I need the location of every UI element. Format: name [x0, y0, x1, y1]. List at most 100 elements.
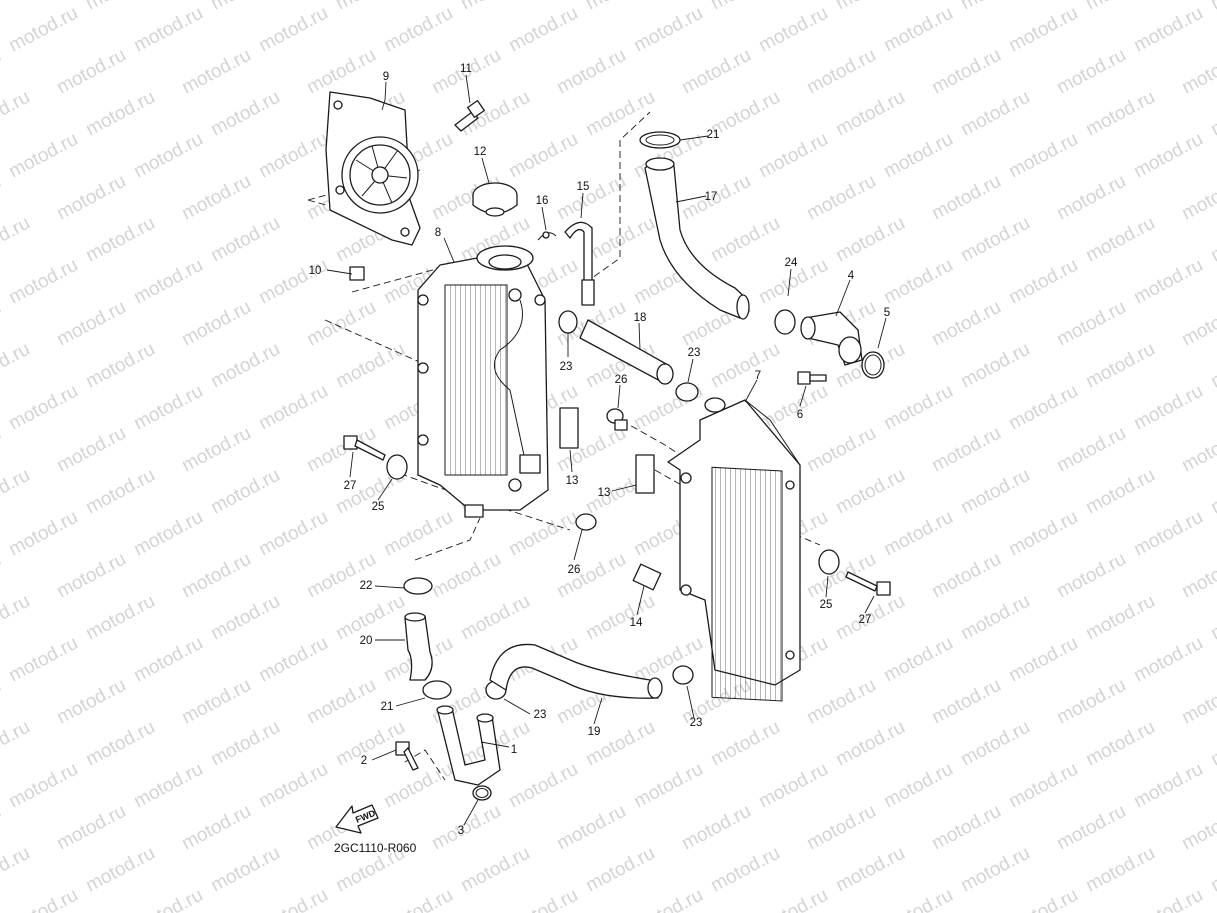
- watermark-text: motod.ru: [0, 87, 34, 141]
- callout-27-left: 27: [344, 480, 357, 492]
- drawing-code: 2GC1110-R060: [334, 841, 417, 855]
- bolt-6: [797, 371, 827, 385]
- watermark-text: motod.ru: [1130, 633, 1206, 687]
- watermark-text: motod.ru: [755, 885, 831, 913]
- watermark-text: motod.ru: [53, 801, 129, 855]
- watermark-text: motod.ru: [957, 0, 1033, 14]
- right-radiator-7: [667, 397, 801, 702]
- watermark-text: motod.ru: [803, 45, 879, 99]
- watermark-text: motod.ru: [5, 381, 81, 435]
- bolt-11: [454, 99, 486, 132]
- watermark-text: motod.ru: [178, 549, 254, 603]
- callout-7: 7: [755, 370, 761, 382]
- watermark-text: motod.ru: [53, 423, 129, 477]
- watermark-text: motod.ru: [207, 0, 283, 14]
- watermark-text: motod.ru: [582, 213, 658, 267]
- watermark-text: motod.ru: [1130, 381, 1206, 435]
- watermark-text: motod.ru: [505, 759, 581, 813]
- watermark-text: motod.ru: [130, 381, 206, 435]
- callout-19: 19: [588, 726, 601, 738]
- watermark-text: motod.ru: [755, 129, 831, 183]
- watermark-text: motod.ru: [178, 675, 254, 729]
- watermark-text: motod.ru: [1082, 339, 1158, 393]
- watermark-text: motod.ru: [1178, 675, 1217, 729]
- callout-17: 17: [705, 191, 718, 203]
- watermark-text: motod.ru: [582, 717, 658, 771]
- callout-9: 9: [383, 71, 389, 83]
- watermark-text: motod.ru: [1005, 255, 1081, 309]
- callout-10: 10: [309, 265, 322, 277]
- watermark-text: motod.ru: [803, 675, 879, 729]
- watermark-text: motod.ru: [0, 465, 34, 519]
- bolt-27-left: [343, 435, 386, 461]
- fwd-arrow-icon: FWD: [335, 804, 379, 834]
- hose-clamp-21-top: [639, 131, 681, 149]
- bolt-27-right: [845, 571, 891, 596]
- watermark-text: motod.ru: [803, 171, 879, 225]
- watermark-text: motod.ru: [880, 759, 956, 813]
- callout-21-top: 21: [707, 129, 720, 141]
- watermark-text: motod.ru: [0, 339, 34, 393]
- callout-24: 24: [785, 257, 798, 269]
- grommet-25-left: [386, 454, 408, 480]
- watermark-text: motod.ru: [1082, 87, 1158, 141]
- hose-clamp-23-lower-right: [672, 665, 694, 685]
- watermark-text: motod.ru: [957, 843, 1033, 897]
- hose-18: [579, 319, 674, 385]
- watermark-text: motod.ru: [1053, 675, 1129, 729]
- water-pipe-1: [436, 705, 501, 786]
- callout-16: 16: [536, 195, 549, 207]
- watermark-text: motod.ru: [5, 3, 81, 57]
- watermark-text: motod.ru: [380, 885, 456, 913]
- watermark-text: motod.ru: [582, 843, 658, 897]
- watermark-text: motod.ru: [755, 759, 831, 813]
- callout-25-right: 25: [820, 599, 833, 611]
- watermark-text: motod.ru: [880, 129, 956, 183]
- hose-clamp-21-bottom: [422, 680, 452, 700]
- left-radiator-8: [417, 245, 549, 518]
- callout-1: 1: [511, 744, 517, 756]
- watermark-text: motod.ru: [505, 129, 581, 183]
- watermark-text: motod.ru: [0, 549, 5, 603]
- watermark-text: motod.ru: [178, 297, 254, 351]
- watermark-text: motod.ru: [1053, 801, 1129, 855]
- callout-18: 18: [634, 312, 647, 324]
- watermark-text: motod.ru: [630, 759, 706, 813]
- o-ring-5: [861, 351, 885, 379]
- watermark-text: motod.ru: [1130, 759, 1206, 813]
- callout-labels: 1 2 3 4 5 6 7 8 9 10 11 12 13 13 14 15 1…: [309, 63, 891, 837]
- callout-12: 12: [474, 146, 487, 158]
- watermark-text: motod.ru: [1178, 45, 1217, 99]
- watermark-text: motod.ru: [582, 87, 658, 141]
- watermark-text: motod.ru: [130, 633, 206, 687]
- callout-13-left: 13: [566, 475, 579, 487]
- hose-clamp-23-left: [558, 310, 578, 334]
- watermark-text: motod.ru: [880, 381, 956, 435]
- watermark-text: motod.ru: [1130, 3, 1206, 57]
- hose-19: [489, 643, 663, 699]
- watermark-text: motod.ru: [505, 3, 581, 57]
- watermark-text: motod.ru: [1207, 465, 1217, 519]
- callout-8: 8: [435, 227, 441, 239]
- watermark-text: motod.ru: [255, 3, 331, 57]
- watermark-text: motod.ru: [0, 297, 5, 351]
- callout-6: 6: [797, 409, 803, 421]
- watermark-text: motod.ru: [880, 633, 956, 687]
- watermark-text: motod.ru: [957, 465, 1033, 519]
- watermark-text: motod.ru: [1053, 45, 1129, 99]
- hose-clamp-24: [774, 309, 796, 335]
- watermark-text: motod.ru: [832, 87, 908, 141]
- watermark-text: motod.ru: [505, 885, 581, 913]
- watermark-text: motod.ru: [755, 3, 831, 57]
- callout-4: 4: [848, 270, 855, 282]
- watermark-text: motod.ru: [803, 801, 879, 855]
- watermark-text: motod.ru: [1053, 297, 1129, 351]
- damper-13-right: [635, 454, 655, 494]
- watermark-text: motod.ru: [1053, 549, 1129, 603]
- watermark-text: motod.ru: [82, 591, 158, 645]
- watermark-text: motod.ru: [1053, 423, 1129, 477]
- watermark-text: motod.ru: [178, 171, 254, 225]
- watermark-text: motod.ru: [53, 675, 129, 729]
- watermark-text: motod.ru: [582, 0, 658, 14]
- watermark-text: motod.ru: [255, 129, 331, 183]
